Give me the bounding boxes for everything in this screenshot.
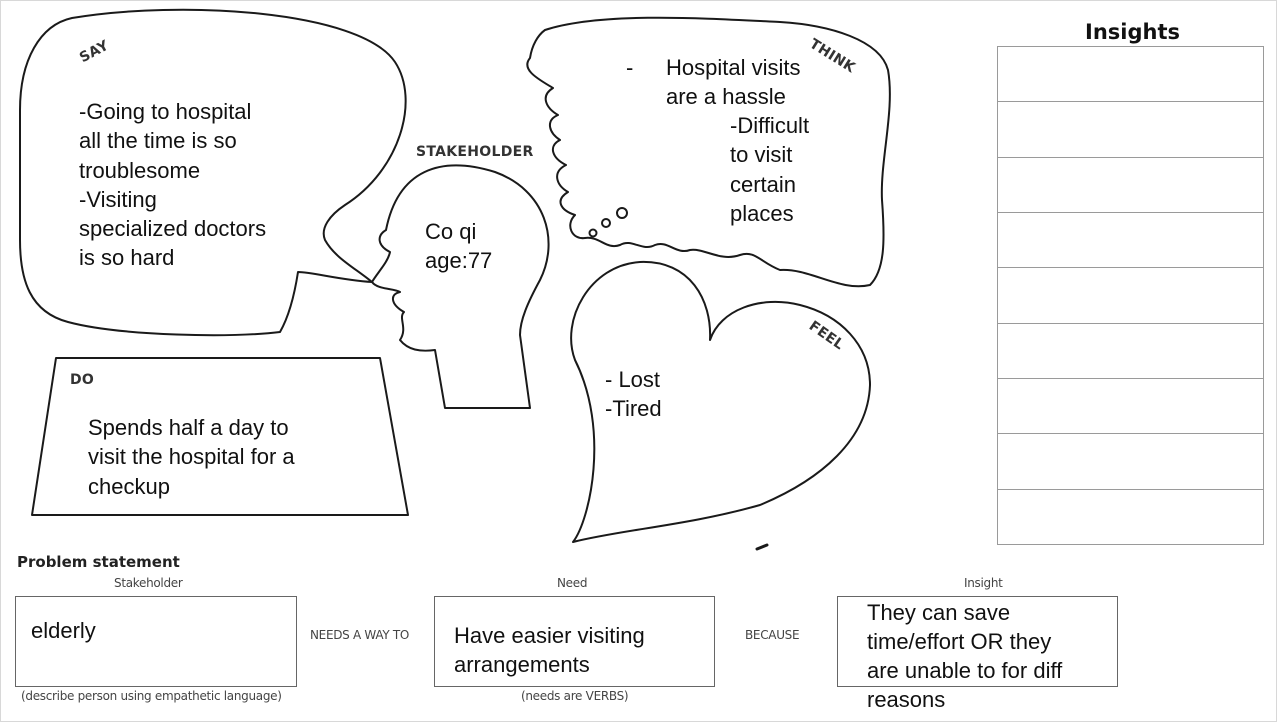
feel-text: - Lost -Tired: [605, 367, 662, 422]
stakeholder-value: elderly: [31, 618, 96, 643]
insight-row[interactable]: [998, 47, 1263, 103]
think-text-secondary: -Difficult to visit certain places: [730, 113, 810, 226]
need-box[interactable]: [434, 596, 715, 687]
insight-row[interactable]: [998, 102, 1263, 158]
need-caption: Need: [557, 576, 588, 590]
insight-row[interactable]: [998, 268, 1263, 324]
feel-heart-shape: [570, 260, 871, 543]
insight-caption: Insight: [964, 576, 1003, 590]
insight-value: They can save time/effort OR they are un…: [867, 600, 1063, 712]
because-connector: BECAUSE: [745, 628, 800, 642]
thought-bubble-small: [588, 228, 598, 238]
say-text: -Going to hospital all the time is so tr…: [79, 99, 267, 271]
insight-row[interactable]: [998, 213, 1263, 269]
heart-tail-mark: [755, 543, 769, 551]
stakeholder-label: STAKEHOLDER: [416, 144, 534, 160]
need-hint: (needs are VERBS): [521, 689, 629, 703]
insight-row[interactable]: [998, 379, 1263, 435]
insights-grid: [997, 46, 1264, 545]
think-dash: -: [626, 55, 634, 80]
thought-bubble-large: [616, 207, 628, 219]
need-value: Have easier visiting arrangements: [454, 623, 645, 678]
insight-row[interactable]: [998, 434, 1263, 490]
stakeholder-text: Co qi age:77: [425, 219, 493, 274]
problem-statement-title: Problem statement: [17, 553, 180, 571]
stakeholder-box[interactable]: [15, 596, 297, 687]
do-text: Spends half a day to visit the hospital …: [88, 415, 295, 499]
do-label: DO: [70, 372, 95, 388]
insight-row[interactable]: [998, 490, 1263, 544]
insight-row[interactable]: [998, 158, 1263, 213]
say-bubble-shape: [19, 8, 407, 337]
do-trapezoid-shape: [31, 357, 409, 516]
stakeholder-head-shape: [371, 164, 550, 409]
insight-row[interactable]: [998, 324, 1263, 379]
think-cloud-shape: [526, 16, 891, 288]
stakeholder-caption: Stakeholder: [114, 576, 183, 590]
stakeholder-hint: (describe person using empathetic langua…: [21, 689, 282, 703]
insights-title: Insights: [1085, 20, 1180, 44]
thought-bubble-medium: [601, 218, 611, 228]
think-text-primary: Hospital visits are a hassle: [666, 55, 801, 110]
needs-a-way-to-connector: NEEDS A WAY TO: [310, 628, 410, 642]
insight-box[interactable]: [837, 596, 1118, 687]
